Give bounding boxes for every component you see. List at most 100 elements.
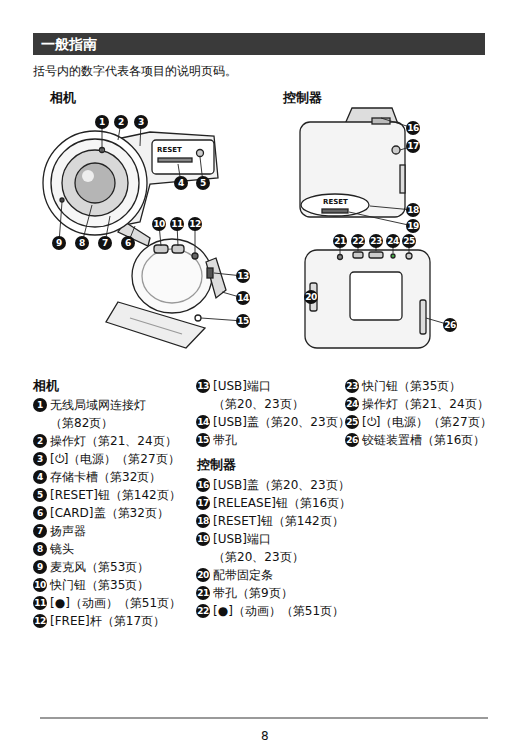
lens [62, 150, 128, 216]
card-slot [158, 158, 192, 162]
part-description: 带孔 [213, 431, 237, 449]
subheading: 相机 [50, 89, 76, 107]
callout-number: 11 [170, 217, 184, 231]
usb-cover-top [372, 118, 390, 124]
callout-number: 4 [174, 176, 188, 190]
callout-number: 25 [402, 234, 416, 248]
subheading: 控制器 [283, 89, 322, 107]
callout-number: 23 [369, 234, 383, 248]
microphone [60, 198, 64, 202]
callout-number: 13 [196, 379, 210, 393]
section-heading: 一般指南 [33, 33, 485, 55]
callout-number: 20 [196, 568, 210, 582]
shutter-button [154, 245, 168, 253]
callout-number: 3 [33, 452, 47, 466]
lens-ring [43, 131, 147, 235]
leader-line [349, 212, 413, 226]
part-description: [RESET]钮（第142页） [213, 512, 344, 530]
callout-number: 7 [98, 236, 112, 250]
part-description: [USB]盖（第20、23页） [213, 476, 350, 494]
movie-button [353, 252, 363, 258]
callout-number: 9 [33, 560, 47, 574]
callout-number: 7 [33, 524, 47, 538]
callout-number: 3 [134, 115, 148, 129]
part-description: [FREE]杆（第17页） [50, 612, 165, 630]
callout-number: 24 [345, 397, 359, 411]
part-description: [●]（动画）（第51页） [50, 594, 181, 612]
subheading: 相机 [33, 377, 59, 395]
callout-number: 5 [196, 176, 210, 190]
callout-number: 10 [152, 217, 166, 231]
part-description: [USB]盖（第20、23页） [213, 413, 350, 431]
part-description: [USB]端口 （第20、23页） [213, 377, 308, 413]
callout-number: 11 [33, 596, 47, 610]
controller-back [305, 250, 430, 348]
part-description: 无线局域网连接灯 （第82页） [50, 396, 155, 432]
callout-number: 6 [121, 236, 135, 250]
screen-panel [350, 272, 402, 320]
part-label: RESET [157, 146, 182, 154]
callout-number: 17 [406, 139, 420, 153]
part-description: 镜头 [50, 540, 74, 558]
callout-number: 1 [33, 398, 47, 412]
callout-number: 16 [406, 121, 420, 135]
controller-figure [300, 108, 430, 348]
power-button [406, 253, 412, 259]
callout-number: 12 [33, 614, 47, 628]
callout-number: 15 [196, 433, 210, 447]
callout-number: 5 [33, 488, 47, 502]
part-description: 操作灯（第21、24页） [362, 395, 489, 413]
callout-number: 22 [196, 604, 210, 618]
callout-number: 16 [196, 478, 210, 492]
part-description: [USB]端口 （第20、23页） [213, 530, 308, 566]
card-door [152, 140, 214, 174]
callout-number: 6 [33, 506, 47, 520]
part-description: 麦克风（第53页） [50, 558, 149, 576]
controller-top [300, 122, 405, 217]
hinge-slot [420, 300, 426, 334]
callout-number: 20 [304, 290, 318, 304]
part-description: 快门钮（第35页） [50, 576, 149, 594]
callout-number: 18 [196, 514, 210, 528]
callout-number: 17 [196, 496, 210, 510]
reset-button [197, 150, 204, 157]
mount-plate-groove [130, 318, 182, 334]
free-lever [192, 253, 198, 259]
callout-number: 15 [236, 314, 250, 328]
heading-band: 一般指南 [33, 33, 485, 55]
reset-detail [301, 194, 369, 216]
footer-rule [40, 717, 488, 719]
shutter-button [369, 252, 383, 258]
callout-number: 23 [345, 379, 359, 393]
usb-port [207, 268, 213, 278]
operation-lamp [391, 254, 395, 258]
part-label: RESET [323, 198, 348, 206]
callout-number: 8 [33, 542, 47, 556]
callout-number: 26 [443, 318, 457, 332]
callout-number: 10 [33, 578, 47, 592]
callout-number: 14 [196, 415, 210, 429]
usb-port-slot [322, 209, 348, 213]
callout-number: 9 [52, 236, 66, 250]
callout-number: 22 [351, 234, 365, 248]
side-grip [400, 165, 405, 193]
callout-number: 2 [33, 434, 47, 448]
callout-number: 2 [114, 115, 128, 129]
callout-number: 24 [386, 234, 400, 248]
part-description: [⏻]（电源）（第27页） [50, 450, 180, 468]
lens-highlight [82, 170, 94, 182]
part-description: 操作灯（第21、24页） [50, 432, 177, 450]
callout-number: 19 [406, 219, 420, 233]
callout-number: 25 [345, 415, 359, 429]
lens-ring-inner [51, 139, 139, 227]
callout-number: 1 [95, 115, 109, 129]
camera-back-rim [142, 249, 202, 303]
callout-number: 14 [236, 291, 250, 305]
part-description: 快门钮（第35页） [362, 377, 461, 395]
leader-lines [59, 118, 450, 325]
part-description: 铰链装置槽（第16页） [362, 431, 485, 449]
strap-hole [195, 315, 201, 321]
part-description: 配带固定条 [213, 566, 273, 584]
